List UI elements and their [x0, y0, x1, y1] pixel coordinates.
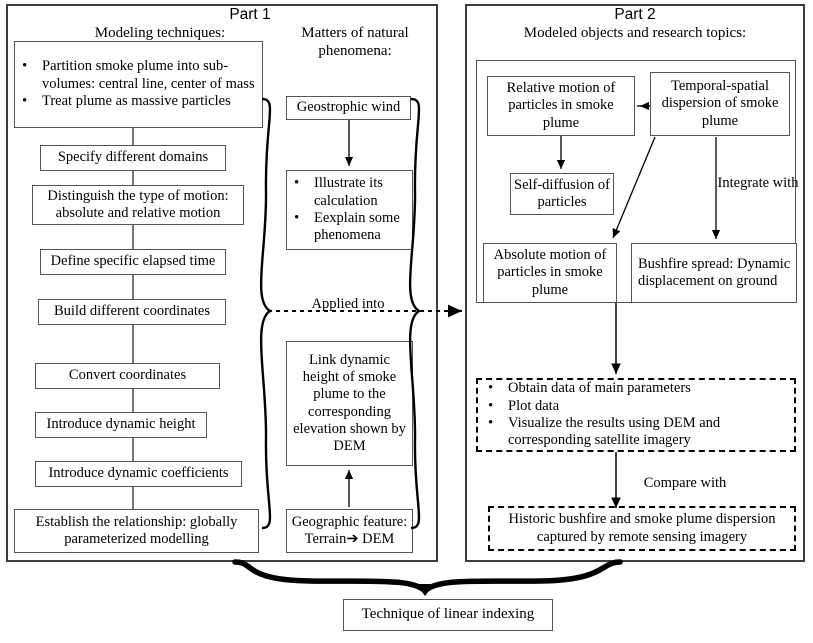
part2-subtitle: Modeled objects and research topics: [523, 25, 747, 41]
self-diffusion-box: Self-diffusion of particles [510, 173, 614, 215]
applied-into-label: Applied into [311, 296, 385, 312]
phenomena-subtitle-line2: phenomena: [318, 43, 392, 59]
bottom-brace [232, 559, 623, 595]
compare-with-label: Compare with [643, 475, 727, 491]
link-dynamic-height-box: Link dynamic height of smoke plume to th… [286, 341, 413, 466]
wind-bullet-1: Eexplain some phenomena [290, 209, 409, 245]
absolute-motion-text: Absolute motion of particles in smoke pl… [493, 247, 607, 298]
bushfire-spread-text: Bushfire spread: Dynamic displacement on… [638, 255, 791, 289]
bushfire-spread-box: Bushfire spread: Dynamic displacement on… [631, 243, 797, 303]
integrate-with-label: Integrate with [713, 175, 803, 192]
step-box-build-coordinates: Build different coordinates [38, 299, 226, 325]
results-bullet-0: Obtain data of main parameters [484, 379, 788, 397]
part1-frame [6, 4, 438, 562]
step-box-dynamic-height: Introduce dynamic height [35, 412, 207, 438]
temporal-spatial-box: Temporal-spatial dispersion of smoke plu… [650, 72, 790, 136]
techniques-box: Partition smoke plume into sub-volumes: … [14, 41, 263, 128]
techniques-bullet-0: Partition smoke plume into sub-volumes: … [18, 57, 259, 93]
step-box-elapsed-time: Define specific elapsed time [40, 249, 226, 275]
step-box-establish-relationship: Establish the relationship: globally par… [14, 509, 259, 553]
techniques-bullet-1: Treat plume as massive particles [18, 92, 259, 110]
part1-subtitle: Modeling techniques: [94, 25, 226, 41]
bottom-brace-tip [416, 584, 434, 596]
part1-title: Part 1 [229, 6, 271, 23]
absolute-motion-box: Absolute motion of particles in smoke pl… [483, 243, 617, 303]
results-bullet-2: Visualize the results using DEM and corr… [484, 414, 788, 450]
step-box-dynamic-coefficients: Introduce dynamic coefficients [35, 461, 242, 487]
wind-explanation-box: Illustrate its calculation Eexplain some… [286, 170, 413, 250]
results-dashed-box: Obtain data of main parameters Plot data… [476, 378, 796, 452]
results-bullet-1: Plot data [484, 397, 788, 415]
step-box-convert-coordinates: Convert coordinates [35, 363, 220, 389]
part2-frame [465, 4, 805, 562]
phenomena-subtitle: Matters of natural phenomena: [285, 24, 425, 60]
historic-dashed-box: Historic bushfire and smoke plume disper… [488, 506, 796, 551]
wind-bullet-list: Illustrate its calculation Eexplain some… [290, 174, 409, 245]
step-box-specify-domains: Specify different domains [40, 145, 226, 171]
phenomena-subtitle-line1: Matters of natural [301, 25, 409, 41]
technique-linear-indexing-box: Technique of linear indexing [343, 599, 553, 631]
relative-motion-box: Relative motion of particles in smoke pl… [487, 76, 635, 136]
integrate-with-text: Integrate with [717, 175, 799, 191]
geostrophic-wind-box: Geostrophic wind [286, 96, 411, 120]
historic-text: Historic bushfire and smoke plume disper… [508, 511, 776, 545]
geographic-feature-box: Geographic feature: Terrain➔ DEM [286, 509, 413, 553]
step-box-distinguish-motion: Distinguish the type of motion: absolute… [32, 185, 244, 225]
results-bullet-list: Obtain data of main parameters Plot data… [484, 379, 788, 450]
wind-bullet-0: Illustrate its calculation [290, 174, 409, 210]
techniques-bullet-list: Partition smoke plume into sub-volumes: … [18, 57, 259, 110]
part2-title: Part 2 [614, 6, 656, 23]
